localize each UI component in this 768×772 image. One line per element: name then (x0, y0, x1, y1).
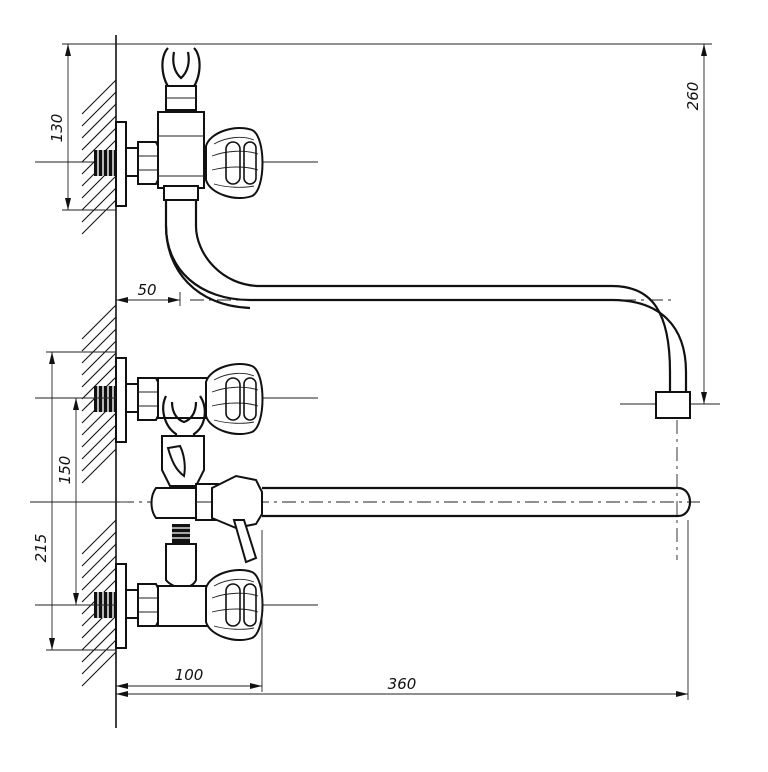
wall (81, 35, 117, 728)
dimension-150: 150 (56, 397, 116, 606)
upper-mixer (94, 47, 691, 419)
dimension-360: 360 (116, 520, 689, 700)
wall-flange-top (115, 121, 127, 207)
dimension-215: 215 (32, 351, 116, 651)
valve-body-top (157, 111, 205, 189)
threaded-stem (172, 524, 190, 544)
dim-label-100: 100 (175, 666, 204, 684)
handle-bottom (205, 569, 264, 641)
dim-label-130: 130 (48, 114, 66, 143)
swivel-spout (164, 200, 688, 392)
handle-top (205, 127, 264, 199)
diverter-knob (211, 474, 263, 530)
hex-nut-top (137, 141, 161, 185)
threaded-inlet-middle (94, 386, 116, 412)
long-spout (262, 486, 692, 518)
diverter-lever (232, 519, 258, 564)
wall-hatching-middle (81, 304, 117, 484)
dim-label-50: 50 (137, 281, 156, 299)
aerator (655, 391, 691, 419)
lower-mixer (94, 357, 692, 649)
threaded-inlet-top (94, 147, 139, 177)
dimension-130: 130 (48, 43, 116, 211)
dimension-260: 260 (116, 43, 712, 404)
shower-holder-top (161, 47, 201, 114)
wall-hatching-top (81, 79, 117, 235)
handle-middle (205, 363, 264, 435)
dim-label-215: 215 (32, 534, 50, 563)
dim-label-150: 150 (56, 456, 74, 485)
dimension-100: 100 (116, 530, 263, 692)
dim-label-360: 360 (388, 675, 417, 693)
dimension-50: 50 (116, 281, 181, 306)
dim-label-260: 260 (684, 82, 702, 111)
